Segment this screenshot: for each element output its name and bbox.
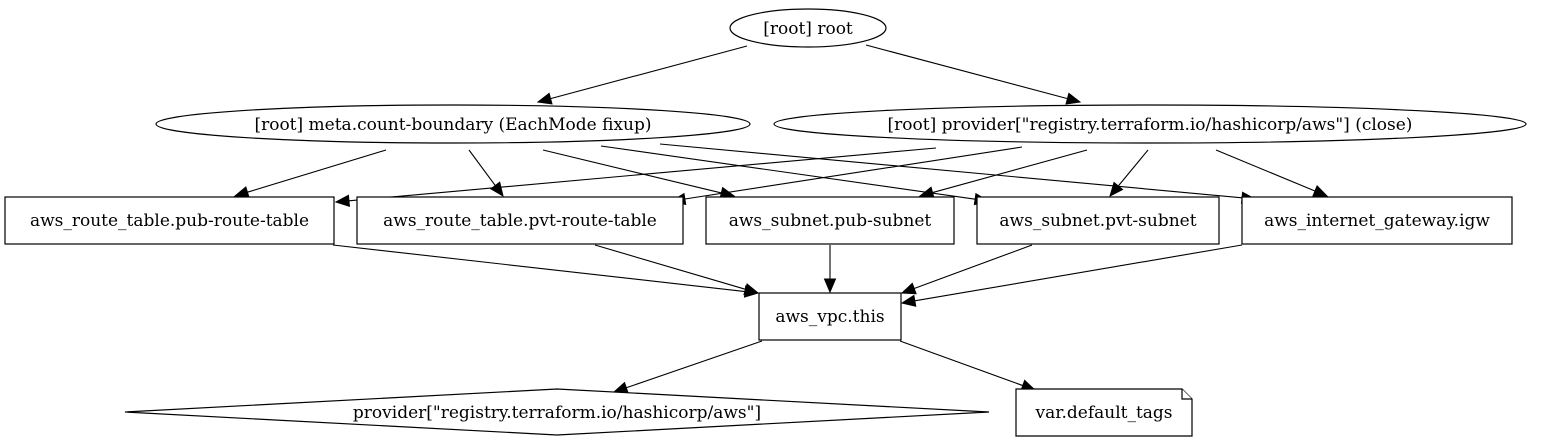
node-label: [root] meta.count-boundary (EachMode fix…: [254, 115, 651, 135]
node-label: aws_route_table.pvt-route-table: [383, 211, 657, 231]
edge-line: [348, 147, 937, 202]
edge-line: [468, 149, 496, 186]
node-pub-route-table[interactable]: aws_route_table.pub-route-table: [4, 196, 335, 245]
edge-line: [332, 244, 746, 293]
node-pub-subnet[interactable]: aws_subnet.pub-subnet: [705, 196, 955, 245]
arrowhead-icon: [1065, 92, 1082, 105]
arrowhead-icon: [612, 381, 629, 394]
node-label: aws_internet_gateway.igw: [1264, 211, 1490, 231]
node-internet-gateway[interactable]: aws_internet_gateway.igw: [1241, 196, 1513, 245]
arrowhead-icon: [489, 181, 504, 198]
node-label: aws_route_table.pub-route-table: [30, 211, 309, 231]
node-pvt-subnet[interactable]: aws_subnet.pvt-subnet: [976, 196, 1220, 245]
arrowhead-icon: [823, 278, 837, 294]
edge-pvt-subnet-to-vpc: [900, 244, 1033, 295]
edge-line: [684, 146, 1023, 200]
node-label: [root] provider["registry.terraform.io/h…: [888, 115, 1413, 135]
edge-provider-close-to-igw: [1215, 149, 1329, 197]
edge-line: [1117, 149, 1149, 187]
arrowhead-icon: [1312, 185, 1329, 197]
arrowhead-icon: [918, 186, 935, 199]
edge-count-boundary-to-pub-route-table: [233, 149, 387, 199]
arrowhead-icon: [536, 92, 553, 105]
arrowhead-icon: [233, 186, 250, 199]
edge-line: [542, 149, 722, 194]
node-provider[interactable]: provider["registry.terraform.io/hashicor…: [124, 388, 990, 436]
edge-line: [865, 44, 1068, 100]
node-label: aws_vpc.this: [775, 307, 884, 327]
edge-line: [600, 145, 976, 200]
edge-line: [1215, 149, 1316, 192]
edge-root-to-count-boundary: [536, 45, 748, 105]
node-label: [root] root: [763, 19, 853, 39]
edge-count-boundary-to-pvt-route-table: [468, 149, 504, 198]
edge-count-boundary-to-pub-subnet: [542, 149, 736, 199]
node-label: aws_subnet.pub-subnet: [729, 211, 932, 231]
arrowhead-icon: [743, 283, 760, 296]
edge-pub-route-table-to-vpc: [332, 244, 760, 298]
node-root[interactable]: [root] root: [729, 8, 887, 48]
arrowhead-icon: [334, 194, 351, 208]
edges-layer: [233, 44, 1329, 394]
arrowhead-icon: [900, 282, 917, 295]
edge-count-boundary-to-igw: [659, 143, 1257, 204]
node-label: aws_subnet.pvt-subnet: [999, 211, 1196, 231]
edge-vpc-to-default-tags: [899, 340, 1037, 392]
edge-vpc-to-provider: [612, 340, 763, 394]
edge-line: [594, 244, 746, 290]
arrowhead-icon: [900, 294, 917, 307]
node-label: provider["registry.terraform.io/hashicor…: [353, 403, 761, 423]
edge-line: [550, 45, 748, 100]
node-provider-close[interactable]: [root] provider["registry.terraform.io/h…: [773, 104, 1527, 144]
edge-igw-to-vpc: [900, 244, 1243, 307]
edge-line: [899, 340, 1023, 387]
edge-pub-subnet-to-vpc: [823, 245, 837, 294]
edge-line: [626, 340, 763, 389]
arrowhead-icon: [1109, 181, 1124, 197]
edge-line: [247, 149, 387, 193]
edge-line: [659, 143, 1243, 199]
node-pvt-route-table[interactable]: aws_route_table.pvt-route-table: [356, 196, 684, 245]
edge-provider-close-to-pub-route-table: [334, 147, 937, 208]
edge-provider-close-to-pvt-subnet: [1109, 149, 1149, 197]
node-count-boundary[interactable]: [root] meta.count-boundary (EachMode fix…: [155, 104, 751, 144]
edge-pvt-route-table-to-vpc: [594, 244, 760, 296]
node-vpc[interactable]: aws_vpc.this: [758, 292, 902, 341]
node-default-tags[interactable]: var.default_tags: [1015, 388, 1193, 437]
edge-provider-close-to-pub-subnet: [918, 149, 1088, 199]
edge-root-to-provider-close: [865, 44, 1082, 105]
node-label: var.default_tags: [1034, 403, 1172, 423]
edge-line: [914, 244, 1243, 302]
edge-line: [932, 149, 1088, 194]
edge-line: [914, 244, 1033, 290]
